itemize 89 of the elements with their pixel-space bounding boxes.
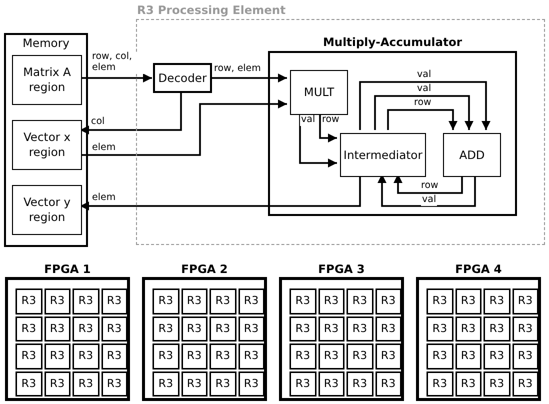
memory-title: Memory [22,36,70,50]
fpga-title: FPGA 2 [180,262,229,276]
r3-cell: R3 [484,316,510,341]
r3-cell: R3 [456,316,481,341]
memory-block [4,33,88,247]
r3-cell: R3 [210,316,236,341]
r3-cell: R3 [16,372,42,396]
r3-cell: R3 [318,372,344,396]
r3-cell: R3 [16,316,42,341]
r3-cell: R3 [182,372,207,396]
memory-region-box: Vector y region [12,185,82,235]
section-title: Multiply-Accumulator [322,35,464,49]
memory-region-box: Vector x region [12,120,82,170]
r3-cell: R3 [347,344,372,368]
r3-cell: R3 [427,316,452,341]
r3-cell: R3 [318,316,344,341]
r3-cell: R3 [238,316,264,341]
arrow [387,109,458,130]
arrow [80,74,152,82]
r3-cell: R3 [210,289,236,314]
process-box: ADD [443,133,501,177]
r3-cell: R3 [44,344,70,368]
r3-cell: R3 [456,289,481,314]
arrow [80,100,287,156]
edge-label: val [300,115,316,126]
r3-cell: R3 [427,372,452,396]
fpga-title: FPGA 1 [43,262,92,276]
r3-cell: R3 [102,316,127,341]
r3-cell: R3 [44,372,70,396]
r3-cell: R3 [182,344,207,368]
arrow [80,92,182,134]
r3-cell: R3 [73,344,98,368]
r3-cell: R3 [512,289,538,314]
r3-cell: R3 [73,372,98,396]
section-title: R3 Processing Element [137,3,287,17]
r3-cell: R3 [347,289,372,314]
r3-cell: R3 [427,344,452,368]
r3-cell: R3 [238,372,264,396]
r3-cell: R3 [427,289,452,314]
process-box: Intermediator [340,133,426,177]
r3-cell: R3 [73,289,98,314]
arrow [211,74,287,82]
r3-cell: R3 [290,316,316,341]
r3-cell: R3 [484,344,510,368]
r3-cell: R3 [484,372,510,396]
r3-cell: R3 [153,344,178,368]
r3-cell: R3 [376,289,401,314]
fpga-title: FPGA 4 [454,262,503,276]
arrow [359,81,490,130]
r3-cell: R3 [182,289,207,314]
r3-cell: R3 [153,372,178,396]
r3-cell: R3 [153,316,178,341]
arrow [374,95,474,130]
r3-cell: R3 [102,344,127,368]
r3-cell: R3 [347,316,372,341]
r3-cell: R3 [512,344,538,368]
r3-cell: R3 [210,344,236,368]
edge-label: val [421,195,438,206]
r3-cell: R3 [16,289,42,314]
r3-cell: R3 [73,316,98,341]
r3-cell: R3 [290,344,316,368]
r3-cell: R3 [238,344,264,368]
r3-cell: R3 [456,344,481,368]
decoder-box: Decoder [153,63,212,93]
r3-cell: R3 [238,289,264,314]
r3-cell: R3 [16,344,42,368]
r3-cell: R3 [376,344,401,368]
r3-cell: R3 [290,289,316,314]
r3-cell: R3 [376,372,401,396]
r3-cell: R3 [102,372,127,396]
r3-cell: R3 [210,372,236,396]
edge-label: row, elem [213,64,262,75]
r3-cell: R3 [44,289,70,314]
r3-cell: R3 [456,372,481,396]
process-box: MULT [290,70,348,115]
r3-cell: R3 [512,316,538,341]
r3-cell: R3 [102,289,127,314]
r3-cell: R3 [376,316,401,341]
r3-cell: R3 [347,372,372,396]
fpga-title: FPGA 3 [317,262,366,276]
r3-cell: R3 [182,316,207,341]
r3-cell: R3 [153,289,178,314]
r3-cell: R3 [44,316,70,341]
r3-cell: R3 [484,289,510,314]
r3-cell: R3 [290,372,316,396]
memory-region-box: Matrix A region [12,55,82,105]
r3-cell: R3 [512,372,538,396]
r3-cell: R3 [318,289,344,314]
r3-cell: R3 [318,344,344,368]
